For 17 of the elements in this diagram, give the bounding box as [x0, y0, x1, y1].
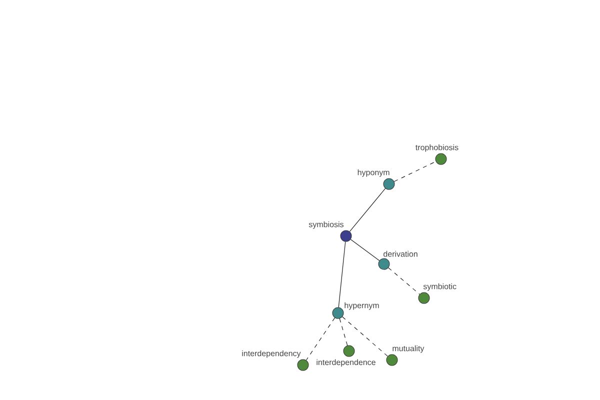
- node-label: symbiosis: [308, 221, 344, 229]
- node-label: symbiotic: [423, 283, 456, 291]
- node-label: hypernym: [344, 302, 379, 310]
- node-label: interdependency: [242, 350, 301, 358]
- connector-line: [394, 161, 436, 182]
- connector-line: [388, 267, 420, 295]
- node-label: trophobiosis: [416, 144, 458, 152]
- connector-line: [350, 239, 380, 261]
- connector-line: [338, 241, 346, 308]
- connector-line: [342, 316, 388, 357]
- node-label: hyponym: [358, 169, 390, 177]
- node-label: mutuality: [392, 345, 424, 353]
- connector-line: [306, 317, 336, 361]
- node-label: derivation: [384, 250, 418, 257]
- connector-line: [339, 318, 348, 346]
- node-label: interdependence: [316, 359, 376, 367]
- connector-line: [349, 188, 386, 232]
